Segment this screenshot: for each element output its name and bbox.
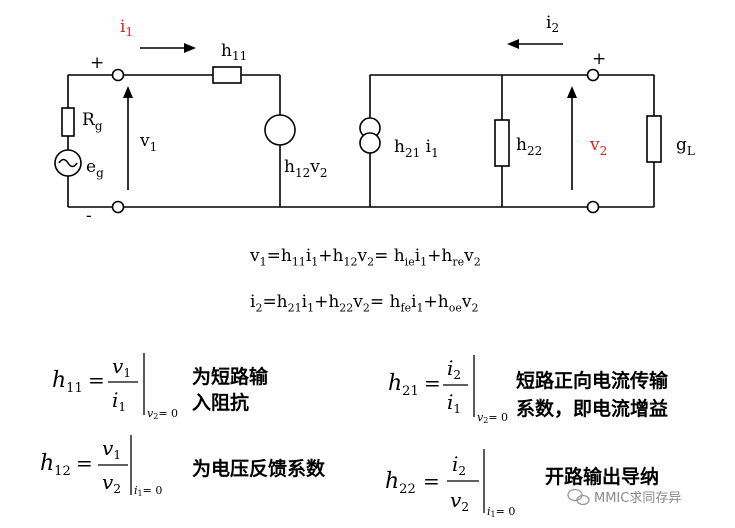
svg-text:i2: i2	[452, 452, 466, 478]
svg-text:h21: h21	[388, 371, 419, 399]
svg-text:i1: i1	[447, 390, 461, 416]
i2-arrowhead	[507, 39, 519, 49]
minus-left: -	[86, 206, 92, 226]
parameter-definitions: h11 = v1 i1 v2= 0 为短路输 入阻抗 h21 = i2 i1 v…	[40, 353, 681, 519]
output-terminal-bottom	[586, 200, 600, 214]
gl-load	[646, 115, 662, 163]
svg-text:MMIC求同存异: MMIC求同存异	[594, 491, 681, 506]
eg-label: eg	[86, 157, 104, 180]
input-terminal-top	[111, 68, 125, 82]
svg-text:=: =	[76, 451, 93, 475]
formula-h11: h11 = v1 i1 v2= 0 为短路输 入阻抗	[52, 353, 269, 421]
h21-desc-line1: 短路正向电流传输	[516, 369, 669, 392]
rg-resistor	[61, 107, 75, 137]
svg-text:i1: i1	[112, 388, 126, 414]
svg-text:h22: h22	[385, 469, 416, 497]
h11-desc-line1: 为短路输	[192, 365, 269, 388]
svg-text:v2: v2	[102, 470, 121, 496]
formula-h22: h22 = i2 v2 i1= 0 开路输出导纳	[385, 449, 659, 519]
equation-v1: v1=h11i1+h12v2= hiei1+hrev2	[250, 246, 481, 269]
svg-text:=: =	[423, 469, 440, 493]
h22-desc: 开路输出导纳	[545, 465, 659, 488]
h12v2-voltage-source	[264, 114, 296, 146]
svg-text:v2= 0: v2= 0	[147, 407, 178, 421]
formula-h12: h12 = v1 v2 i1= 0 为电压反馈系数	[40, 435, 326, 498]
svg-text:v2: v2	[450, 488, 469, 514]
watermark: MMIC求同存异	[567, 488, 681, 506]
svg-text:v1: v1	[102, 436, 121, 462]
svg-text:h11: h11	[52, 368, 83, 396]
h11-label: h11	[221, 41, 247, 63]
h12v2-label: h12v2	[284, 157, 327, 180]
output-terminal-top	[586, 68, 600, 82]
svg-text:h12: h12	[40, 451, 71, 479]
v2-arrowhead	[567, 86, 577, 98]
h21-desc-line2: 系数，即电流增益	[516, 397, 668, 420]
plus-left: +	[90, 53, 104, 73]
svg-text:=: =	[424, 371, 441, 395]
svg-text:i1= 0: i1= 0	[134, 484, 162, 498]
input-terminal-bottom	[111, 200, 125, 214]
rg-label: Rg	[82, 110, 103, 133]
svg-text:i1= 0: i1= 0	[487, 505, 515, 519]
wechat-icon	[567, 488, 590, 506]
v1-label: v1	[139, 131, 157, 154]
i2-label: i2	[546, 13, 559, 35]
svg-text:i2: i2	[447, 356, 461, 382]
h12-desc: 为电压反馈系数	[192, 457, 326, 480]
v1-arrowhead	[123, 86, 133, 98]
svg-text:v1: v1	[112, 354, 131, 380]
i1-arrowhead	[184, 43, 196, 53]
svg-text:v2= 0: v2= 0	[477, 411, 508, 425]
v2-label: v2	[589, 135, 607, 158]
h22-admittance	[494, 119, 510, 167]
gl-label: gL	[676, 135, 695, 158]
h22-label: h22	[516, 135, 542, 158]
circuit-diagram: i1 h11 + - Rg eg v1 h12v2 h21 i1 h22 i2 …	[54, 13, 695, 226]
h21i1-label: h21 i1	[394, 137, 439, 160]
formula-h21: h21 = i2 i1 v2= 0 短路正向电流传输 系数，即电流增益	[388, 355, 669, 425]
plus-right: +	[592, 49, 606, 69]
h11-impedance	[212, 66, 242, 84]
i1-label: i1	[120, 17, 133, 39]
svg-text:=: =	[88, 368, 105, 392]
equation-i2: i2=h21i1+h22v2= hfei1+hoev2	[250, 292, 479, 315]
h11-desc-line2: 入阻抗	[192, 391, 249, 414]
